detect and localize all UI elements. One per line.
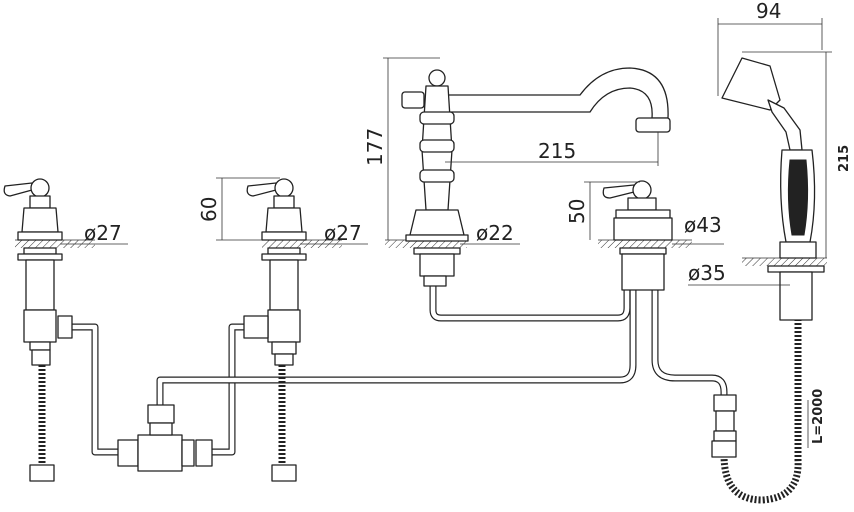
diverter-diameter-label: ø43 [684,213,722,237]
supply-pipes [38,281,728,465]
left-tap [3,178,73,482]
mid-tap [243,178,307,482]
spout-height-label: 177 [363,128,387,166]
handset-width-label: 94 [756,0,781,23]
dimension-labels: ø27 ø27 ø22 ø43 ø35 215 94 60 177 50 215… [84,0,852,444]
hose-length-label: L=2000 [811,389,826,444]
spout-reach-label: 215 [538,139,576,163]
hose-fittings [711,394,737,458]
shower-hose [720,320,802,504]
left-tap-diameter-label: ø27 [84,221,122,245]
spout [401,67,671,287]
tee-fitting [117,404,213,472]
mid-tap-diameter-label: ø27 [324,221,362,245]
diverter [602,180,673,291]
mid-tap-height-label: 60 [197,197,221,222]
handset-height-label: 215 [837,145,852,172]
shower-base-diameter-label: ø35 [688,261,726,285]
diverter-height-label: 50 [565,199,589,224]
dimension-lines [60,18,832,448]
spout-base-diameter-label: ø22 [476,221,514,245]
handshower [721,57,825,321]
